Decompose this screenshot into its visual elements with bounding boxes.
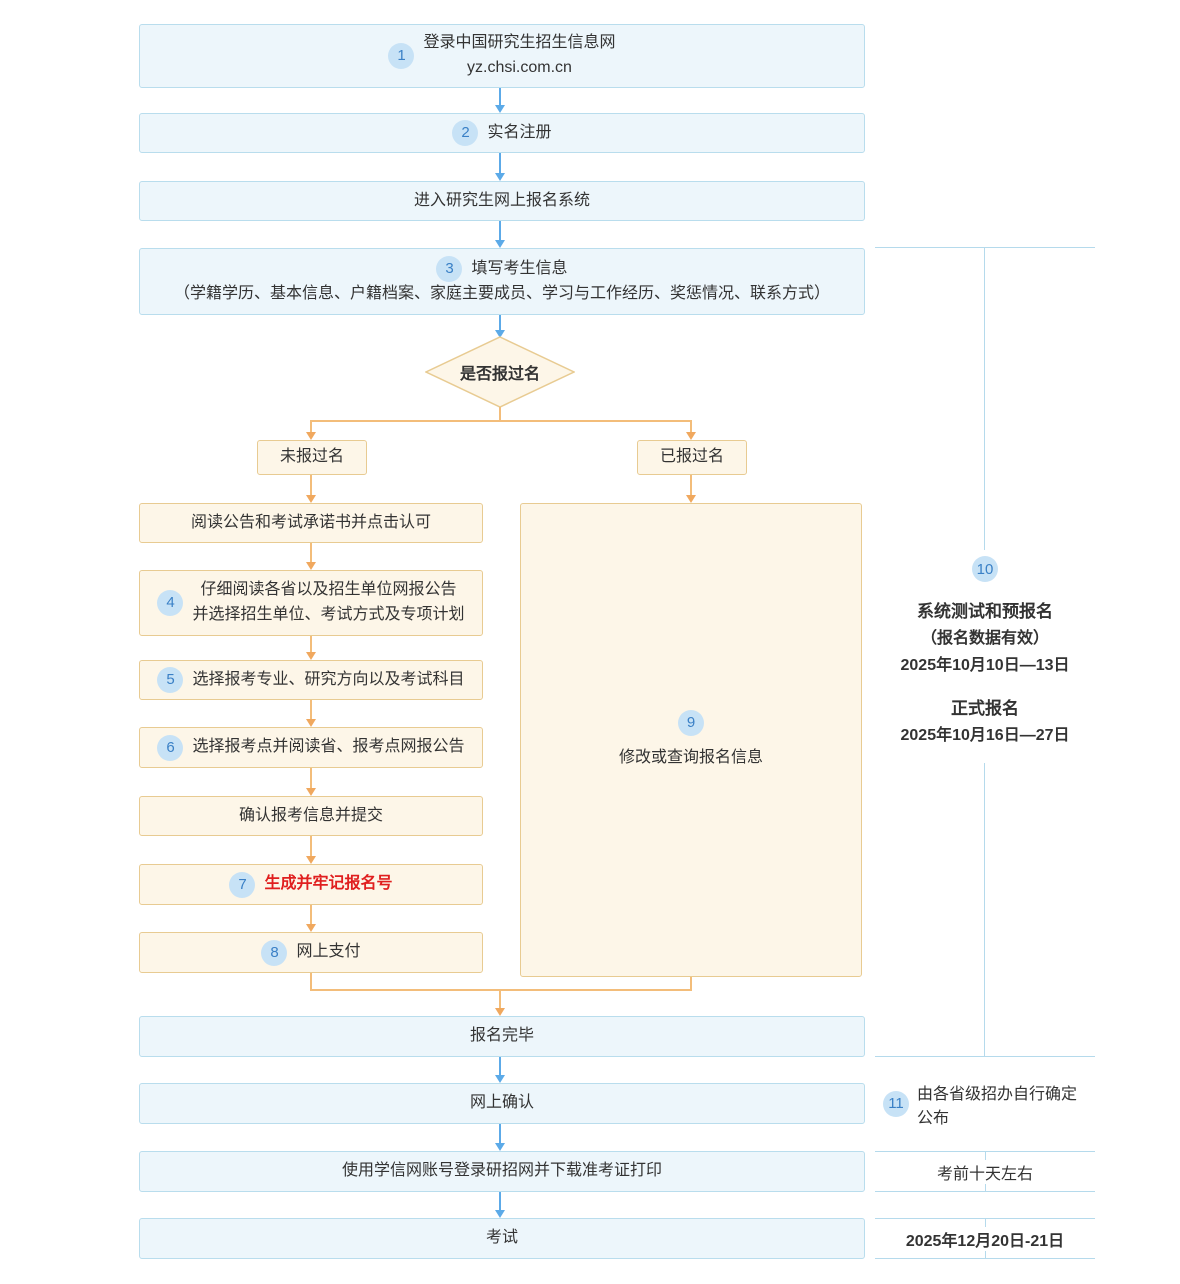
step-4-line2: 并选择招生单位、考试方式及专项计划 — [192, 606, 465, 623]
step-7-label: 生成并牢记报名号 — [264, 875, 393, 893]
branch-registered-box: 已报过名 — [637, 440, 747, 475]
arrow-down-icon — [306, 700, 316, 727]
step-online-confirm-box: 网上确认 — [139, 1083, 865, 1124]
step-confirm-box: 确认报考信息并提交 — [139, 796, 483, 836]
note-10-phase2-title: 正式报名 — [951, 699, 1019, 718]
arrow-down-icon — [306, 636, 316, 660]
step-download-box: 使用学信网账号登录研招网并下载准考证打印 — [139, 1151, 865, 1192]
note-bracket-line — [875, 247, 1095, 248]
arrow-down-icon — [686, 421, 696, 440]
step-read-notice-label: 阅读公告和考试承诺书并点击认可 — [190, 513, 431, 531]
connector-line — [310, 989, 692, 991]
branch-registered-label: 已报过名 — [659, 448, 724, 466]
arrow-down-icon — [495, 1124, 505, 1151]
step-login-box: 1 登录中国研究生招生信息网 yz.chsi.com.cn — [139, 24, 865, 88]
note-11-badge: 11 — [883, 1090, 909, 1117]
note-10-phase1-date: 2025年10月10日—13日 — [900, 657, 1070, 674]
step-9-box: 9 修改或查询报名信息 — [520, 503, 862, 977]
note-10-badge: 10 — [972, 556, 998, 582]
arrow-down-icon — [306, 905, 316, 932]
branch-not-registered-box: 未报过名 — [257, 440, 367, 475]
step-6-badge: 6 — [157, 734, 184, 761]
note-12-label: 考前十天左右 — [936, 1165, 1033, 1183]
step-exam-box: 考试 — [139, 1218, 865, 1259]
note-bracket-line — [875, 1056, 1095, 1057]
step-online-confirm-label: 网上确认 — [469, 1094, 534, 1112]
note-10-phase1-title: 系统测试和预报名 — [917, 602, 1053, 621]
step-fill-info-box: 3 填写考生信息 （学籍学历、基本信息、户籍档案、家庭主要成员、学习与工作经历、… — [139, 248, 865, 315]
step-login-url: yz.chsi.com.cn — [467, 59, 572, 76]
step-9-badge: 9 — [678, 709, 704, 736]
note-10-phase1-note: （报名数据有效） — [920, 630, 1049, 647]
step-login-title: 登录中国研究生招生信息网 — [423, 34, 616, 52]
arrow-down-icon — [306, 768, 316, 796]
step-6-box: 6 选择报考点并阅读省、报考点网报公告 — [139, 727, 483, 768]
arrow-down-icon — [686, 475, 696, 503]
note-12: 考前十天左右 — [875, 1151, 1095, 1192]
arrow-down-icon — [306, 475, 316, 503]
step-confirm-label: 确认报考信息并提交 — [238, 806, 383, 824]
note-13: 2025年12月20日-21日 — [875, 1218, 1095, 1259]
step-5-badge: 5 — [157, 667, 184, 693]
step-6-label: 选择报考点并阅读省、报考点网报公告 — [192, 738, 465, 756]
arrow-down-icon — [495, 315, 505, 338]
arrow-down-icon — [306, 543, 316, 570]
step-fill-info-title: 填写考生信息 — [471, 259, 568, 277]
step-download-label: 使用学信网账号登录研招网并下载准考证打印 — [341, 1162, 662, 1180]
note-10: 10 系统测试和预报名 （报名数据有效） 2025年10月10日—13日 正式报… — [875, 550, 1095, 763]
connector-line — [310, 420, 692, 422]
connector-line — [310, 973, 312, 990]
arrow-down-icon — [306, 836, 316, 864]
connector-line — [499, 407, 501, 421]
note-13-label: 2025年12月20日-21日 — [905, 1232, 1065, 1250]
note-11: 11 由各省级招办自行确定公布 — [875, 1079, 1095, 1128]
arrow-down-icon — [495, 88, 505, 113]
decision-label: 是否报过名 — [459, 366, 540, 383]
step-4-badge: 4 — [157, 590, 184, 616]
step-3-badge: 3 — [436, 256, 463, 283]
step-8-badge: 8 — [261, 939, 288, 966]
step-9-label: 修改或查询报名信息 — [618, 748, 763, 766]
step-fill-info-detail: （学籍学历、基本信息、户籍档案、家庭主要成员、学习与工作经历、奖惩情况、联系方式… — [173, 285, 830, 303]
step-done-box: 报名完毕 — [139, 1016, 865, 1057]
step-1-badge: 1 — [388, 43, 415, 69]
step-done-label: 报名完毕 — [469, 1027, 534, 1045]
step-exam-label: 考试 — [485, 1229, 518, 1247]
step-register-box: 2 实名注册 — [139, 113, 865, 153]
step-4-line1: 仔细阅读各省以及招生单位网报公告 — [200, 581, 457, 599]
step-read-notice-box: 阅读公告和考试承诺书并点击认可 — [139, 503, 483, 543]
step-enter-system-label: 进入研究生网上报名系统 — [413, 191, 590, 209]
connector-line — [690, 977, 692, 990]
arrow-down-icon — [495, 153, 505, 181]
step-7-box: 7 生成并牢记报名号 — [139, 864, 483, 905]
step-8-box: 8 网上支付 — [139, 932, 483, 973]
arrow-down-icon — [495, 221, 505, 248]
step-4-box: 4 仔细阅读各省以及招生单位网报公告 并选择招生单位、考试方式及专项计划 — [139, 570, 483, 636]
arrow-down-icon — [495, 1192, 505, 1218]
note-10-phase2-date: 2025年10月16日—27日 — [900, 727, 1070, 744]
arrow-down-icon — [306, 421, 316, 440]
step-5-label: 选择报考专业、研究方向以及考试科目 — [192, 670, 465, 688]
step-7-badge: 7 — [229, 871, 256, 898]
note-11-label: 由各省级招办自行确定公布 — [917, 1085, 1078, 1127]
step-5-box: 5 选择报考专业、研究方向以及考试科目 — [139, 660, 483, 700]
branch-not-registered-label: 未报过名 — [279, 448, 344, 466]
step-2-badge: 2 — [452, 120, 479, 146]
step-register-label: 实名注册 — [487, 123, 552, 141]
step-enter-system-box: 进入研究生网上报名系统 — [139, 181, 865, 221]
arrow-down-icon — [495, 991, 505, 1016]
step-8-label: 网上支付 — [296, 943, 361, 961]
decision-diamond: 是否报过名 — [424, 336, 576, 408]
arrow-down-icon — [495, 1057, 505, 1083]
